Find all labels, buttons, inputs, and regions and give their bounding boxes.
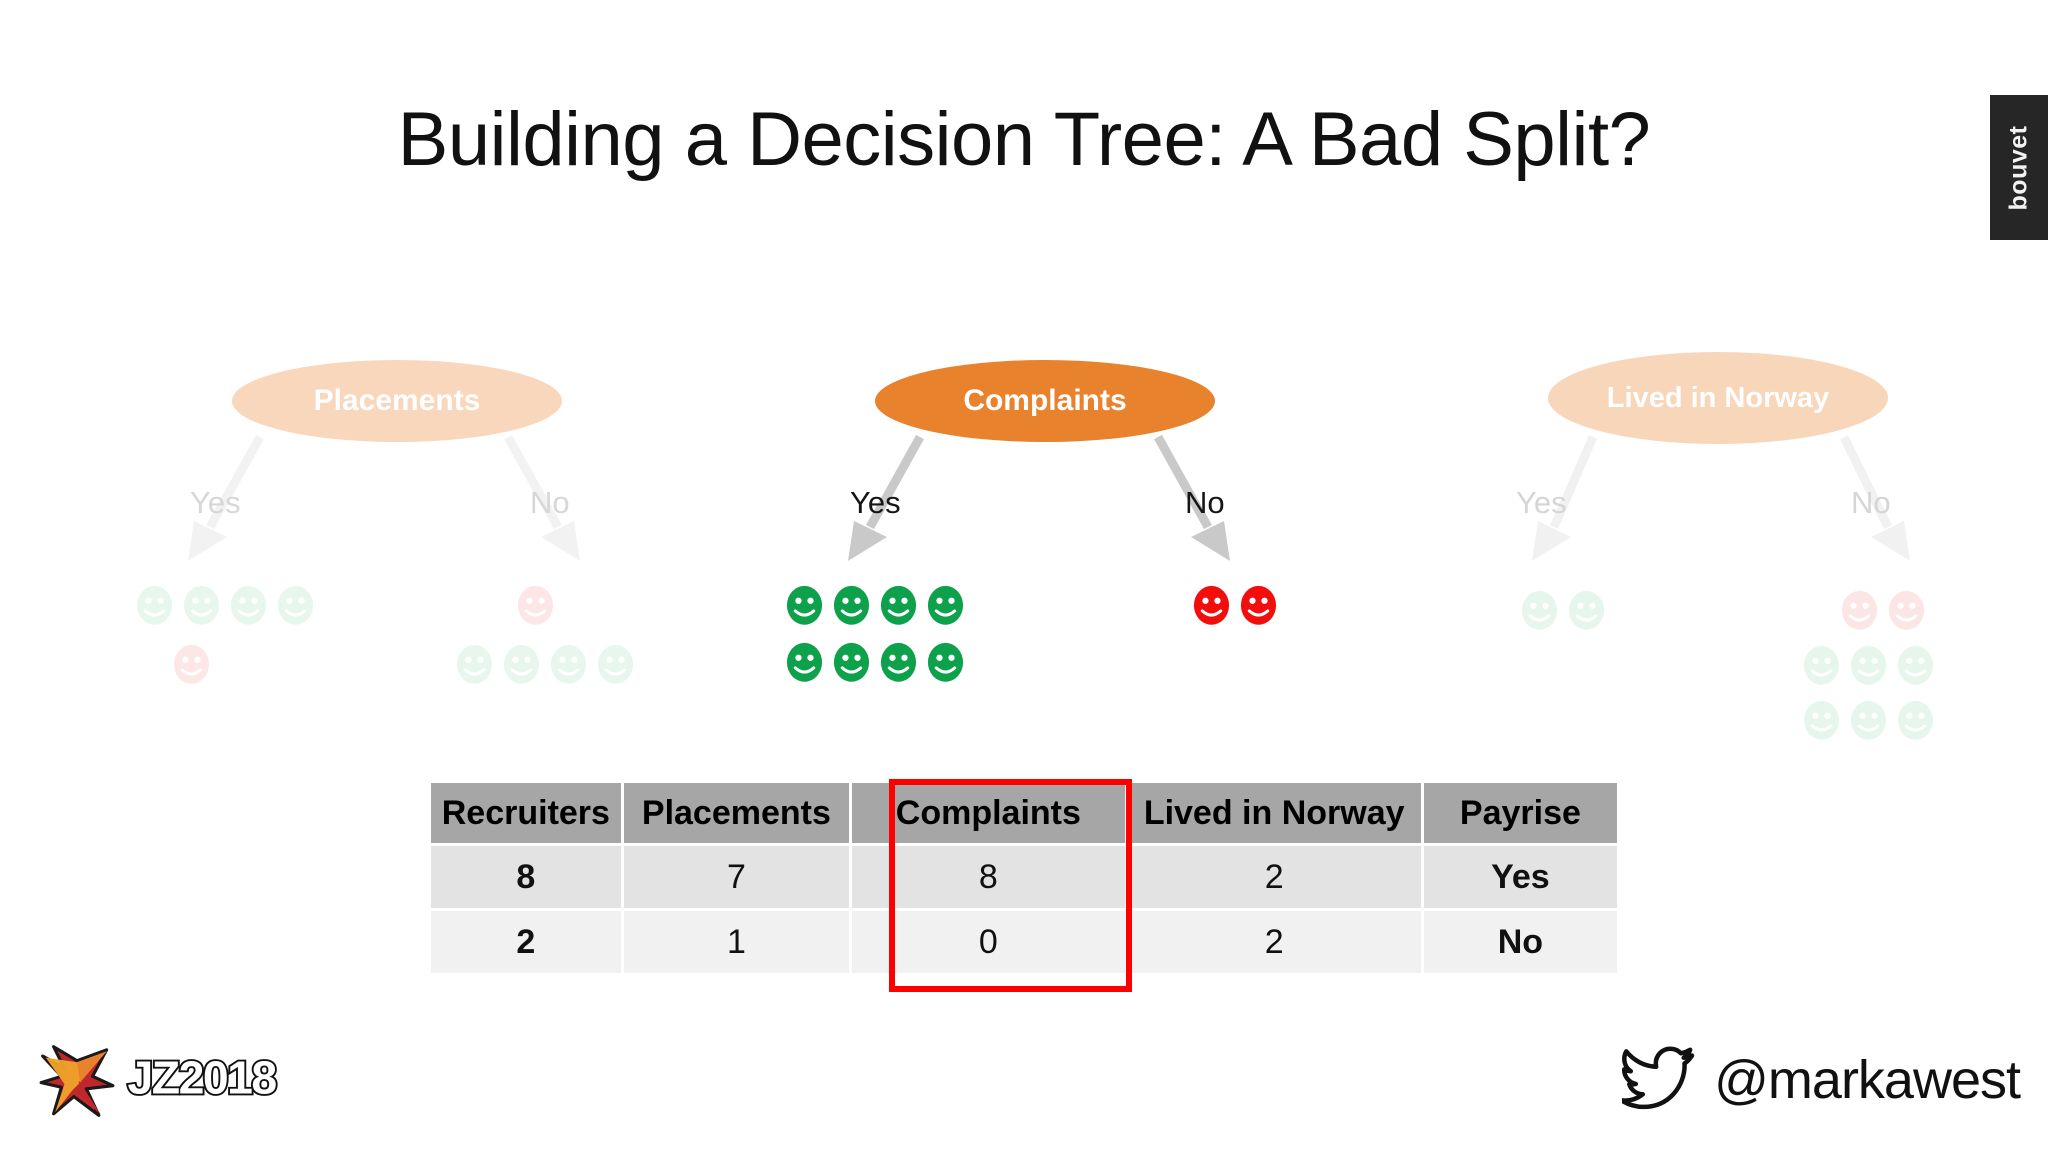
recruiters-table-wrapper: Recruiters Placements Complaints Lived i…: [428, 780, 1620, 976]
face-green: [833, 642, 870, 683]
svg-text:JZ2018: JZ2018: [128, 1051, 277, 1103]
table-header-row: Recruiters Placements Complaints Lived i…: [431, 783, 1617, 843]
twitter-credit: @markawest: [1619, 1040, 2021, 1120]
tree-node-lived-in-norway[interactable]: Lived in Norway: [1548, 352, 1888, 444]
face-red: [1193, 585, 1230, 626]
tree-edge-label-complaints-yes: Yes: [850, 485, 901, 520]
table-header-recruiters[interactable]: Recruiters: [431, 783, 621, 843]
table-header-payrise[interactable]: Payrise: [1423, 783, 1617, 843]
page-title: Building a Decision Tree: A Bad Split?: [397, 97, 1651, 182]
twitter-icon[interactable]: [1619, 1045, 1696, 1115]
tree-faces-placements-yes: [110, 585, 340, 685]
table-header-lived-in-norway[interactable]: Lived in Norway: [1127, 783, 1421, 843]
face-green: [503, 644, 540, 685]
face-green: [597, 644, 634, 685]
twitter-handle: @markawest: [1714, 1050, 2021, 1110]
face-green: [1521, 590, 1558, 631]
tree-faces-lived-in-norway-yes: [1463, 590, 1663, 631]
face-red: [1841, 590, 1878, 631]
face-green: [277, 585, 314, 626]
cell-placements: 1: [623, 911, 850, 973]
face-row: [1738, 645, 1998, 686]
face-green: [927, 642, 964, 683]
face-green: [550, 644, 587, 685]
cell-payrise: No: [1423, 911, 1617, 973]
tree-edge-lived-in-norway-yes: [1518, 435, 1628, 565]
face-green: [1897, 645, 1934, 686]
cell-recruiters: 8: [431, 846, 621, 908]
face-green: [456, 644, 493, 685]
face-green: [833, 585, 870, 626]
tree-faces-placements-no: [430, 585, 660, 685]
conference-logo-text: JZ2018: [126, 1049, 358, 1112]
table-row: 8 7 8 2 Yes: [431, 846, 1617, 908]
tree-faces-complaints-yes: [760, 585, 990, 683]
face-green: [1850, 645, 1887, 686]
tree-faces-lived-in-norway-no: [1768, 590, 1998, 741]
tree-edge-lived-in-norway-no: [1828, 435, 1938, 565]
face-green: [1803, 700, 1840, 741]
face-row: [1463, 590, 1663, 631]
face-row: [110, 585, 340, 626]
face-green: [927, 585, 964, 626]
face-green: [230, 585, 267, 626]
tree-edge-label-placements-yes: Yes: [190, 485, 241, 520]
cell-placements: 7: [623, 846, 850, 908]
face-red: [517, 585, 554, 626]
face-red: [1240, 585, 1277, 626]
face-row: [1120, 585, 1350, 626]
face-row: [110, 644, 340, 685]
face-row: [430, 585, 660, 626]
face-green: [1850, 700, 1887, 741]
tree-edge-complaints-no: [1150, 434, 1260, 565]
face-row: [430, 644, 660, 685]
tree-edge-complaints-yes: [840, 434, 950, 565]
cell-recruiters: 2: [431, 911, 621, 973]
tree-faces-complaints-no: [1120, 585, 1350, 626]
face-green: [183, 585, 220, 626]
face-row: [1768, 590, 1998, 631]
table-row: 2 1 0 2 No: [431, 911, 1617, 973]
face-green: [1568, 590, 1605, 631]
tree-edge-placements-no: [500, 434, 610, 565]
face-green: [786, 642, 823, 683]
cell-lived-in-norway: 2: [1127, 846, 1421, 908]
table-header-placements[interactable]: Placements: [623, 783, 850, 843]
face-red: [173, 644, 210, 685]
bouvet-logo: bouvet: [1990, 95, 2048, 240]
tree-edge-label-lived-in-norway-yes: Yes: [1516, 485, 1567, 520]
tree-edge-placements-yes: [180, 434, 290, 565]
tree-edge-label-lived-in-norway-no: No: [1851, 485, 1891, 520]
conference-logo: JZ2018: [38, 1040, 368, 1122]
cell-complaints: 8: [852, 846, 1125, 908]
tree-node-placements[interactable]: Placements: [232, 360, 562, 442]
table-header-complaints[interactable]: Complaints: [852, 783, 1125, 843]
face-red: [1888, 590, 1925, 631]
face-green: [136, 585, 173, 626]
tree-node-complaints[interactable]: Complaints: [875, 360, 1215, 442]
jz-star-icon: [38, 1042, 116, 1120]
face-row: [760, 642, 990, 683]
face-row: [1738, 700, 1998, 741]
face-green: [880, 642, 917, 683]
face-green: [880, 585, 917, 626]
tree-edge-label-complaints-no: No: [1185, 485, 1225, 520]
face-row: [760, 585, 990, 626]
cell-lived-in-norway: 2: [1127, 911, 1421, 973]
recruiters-table: Recruiters Placements Complaints Lived i…: [428, 780, 1620, 976]
face-green: [1897, 700, 1934, 741]
face-green: [1803, 645, 1840, 686]
decision-tree: Placements Yes No: [110, 352, 1998, 741]
face-green: [786, 585, 823, 626]
tree-edge-label-placements-no: No: [530, 485, 570, 520]
cell-complaints: 0: [852, 911, 1125, 973]
cell-payrise: Yes: [1423, 846, 1617, 908]
